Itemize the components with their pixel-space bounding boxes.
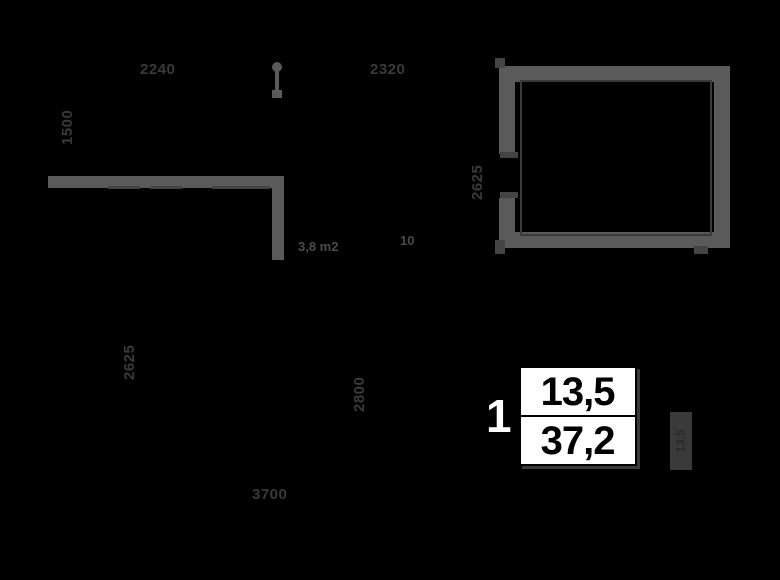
dimension-lower-left-vertical: 2625 <box>121 344 138 380</box>
wall-horizontal-left <box>48 176 284 188</box>
wall-opening-3 <box>212 186 270 189</box>
rooms-count-value: 1 <box>486 390 512 442</box>
wall-opening-2 <box>150 186 182 189</box>
side-tab-marker: 13,5 <box>670 412 692 470</box>
total-area-value: 37,2 <box>540 418 616 463</box>
dimension-doorway-vertical: 2625 <box>469 164 486 200</box>
wall-corner-nub-bottom-right <box>694 246 708 254</box>
dimension-bottom-center: 3700 <box>252 486 288 503</box>
wall-corner-nub-top-left <box>495 58 505 68</box>
doorway-jamb-bottom <box>500 192 518 198</box>
room-wall-bottom <box>499 232 730 248</box>
dimension-top-left: 2240 <box>140 61 176 78</box>
wall-opening-1 <box>108 186 140 189</box>
apartment-info-block: 1 13,5 37,2 <box>486 366 637 466</box>
area-table: 13,5 37,2 <box>518 366 637 466</box>
wall-vertical-center <box>272 176 284 260</box>
dimension-tick-stem-icon <box>275 70 279 96</box>
dimension-lower-mid-vertical: 2800 <box>351 376 368 412</box>
wall-corner-nub-bottom-left <box>495 240 505 254</box>
dimension-top-right: 2320 <box>370 61 406 78</box>
room-wall-right <box>714 66 730 248</box>
room-label-center-number: 10 <box>400 233 415 248</box>
dimension-left-vertical: 1500 <box>59 109 76 145</box>
living-area-value: 13,5 <box>520 368 635 417</box>
doorway-jamb-top <box>500 152 518 158</box>
side-tab-label: 13,5 <box>674 429 689 453</box>
room-label-center-area: 3,8 m2 <box>298 239 339 254</box>
room-wall-left-upper <box>499 66 515 154</box>
room-wall-top <box>499 66 730 82</box>
room-inner-outline <box>520 80 712 236</box>
dimension-tick-icon <box>272 62 282 72</box>
dimension-tick-arrow-icon <box>272 90 282 98</box>
